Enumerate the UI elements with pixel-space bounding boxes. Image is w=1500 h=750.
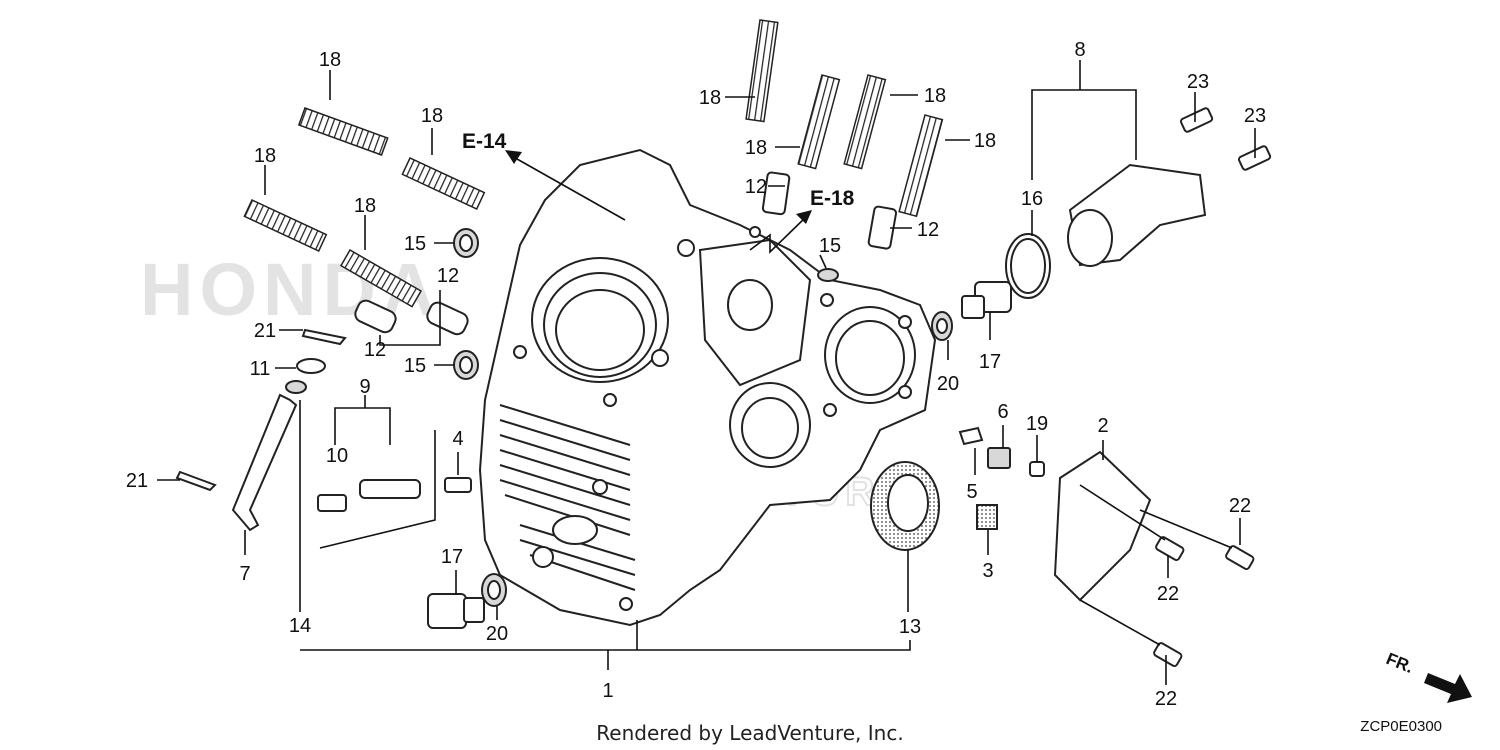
oil-sensor[interactable] bbox=[317, 479, 421, 512]
callout-18: 18 bbox=[319, 49, 341, 71]
render-credit: Rendered by LeadVenture, Inc. bbox=[596, 721, 903, 745]
callout-13: 13 bbox=[899, 616, 921, 638]
callout-18: 18 bbox=[974, 130, 996, 152]
callout-12: 12 bbox=[437, 265, 459, 287]
callout-22: 22 bbox=[1155, 688, 1177, 710]
diagram-code: ZCP0E0300 bbox=[1360, 718, 1442, 735]
callout-22: 22 bbox=[1229, 495, 1251, 517]
callout-14: 14 bbox=[289, 615, 311, 637]
oil-seal[interactable] bbox=[870, 461, 940, 551]
callout-labels: 18 18 18 18 18 18 18 18 8 23 23 16 15 15… bbox=[126, 39, 1266, 710]
crankcase-assembly[interactable] bbox=[478, 148, 937, 627]
callout-21: 21 bbox=[126, 470, 148, 492]
callout-1: 1 bbox=[602, 680, 613, 702]
callout-18: 18 bbox=[254, 145, 276, 167]
callout-18: 18 bbox=[421, 105, 443, 127]
callout-20: 20 bbox=[937, 373, 959, 395]
callout-15: 15 bbox=[819, 235, 841, 257]
callout-20: 20 bbox=[486, 623, 508, 645]
flange-bolts[interactable] bbox=[1153, 536, 1255, 668]
reference-e18[interactable]: E-18 bbox=[810, 187, 855, 210]
reference-e14[interactable]: E-14 bbox=[462, 130, 507, 153]
callout-18: 18 bbox=[354, 195, 376, 217]
callout-15: 15 bbox=[404, 355, 426, 377]
reference-arrows bbox=[505, 150, 812, 254]
small-clips[interactable] bbox=[175, 328, 347, 532]
callout-17: 17 bbox=[979, 351, 1001, 373]
callout-12: 12 bbox=[745, 176, 767, 198]
clip-set[interactable] bbox=[958, 426, 1045, 530]
callout-15: 15 bbox=[404, 233, 426, 255]
cover-bolts[interactable] bbox=[1179, 107, 1272, 171]
breather-fitting[interactable] bbox=[444, 477, 472, 493]
breather-cover[interactable] bbox=[1005, 163, 1207, 299]
callout-2: 2 bbox=[1097, 415, 1108, 437]
callout-21: 21 bbox=[254, 320, 276, 342]
callout-18: 18 bbox=[699, 87, 721, 109]
leader-lines bbox=[157, 60, 1256, 685]
callout-4: 4 bbox=[452, 428, 463, 450]
callout-10: 10 bbox=[326, 445, 348, 467]
callout-12: 12 bbox=[917, 219, 939, 241]
drain-plug-lower[interactable] bbox=[427, 573, 507, 629]
callout-23: 23 bbox=[1187, 71, 1209, 93]
front-arrow-icon bbox=[1424, 673, 1472, 703]
callout-19: 19 bbox=[1026, 413, 1048, 435]
callout-6: 6 bbox=[997, 401, 1008, 423]
callout-18: 18 bbox=[924, 85, 946, 107]
front-direction-indicator: FR. bbox=[1384, 649, 1472, 703]
dowel-pins[interactable] bbox=[353, 171, 898, 337]
callout-17: 17 bbox=[441, 546, 463, 568]
callout-23: 23 bbox=[1244, 105, 1266, 127]
callout-3: 3 bbox=[982, 560, 993, 582]
front-label: FR. bbox=[1384, 649, 1417, 677]
stud-bolts[interactable] bbox=[243, 19, 944, 308]
drain-plug-right[interactable] bbox=[931, 281, 1012, 341]
callout-18: 18 bbox=[745, 137, 767, 159]
callout-7: 7 bbox=[239, 563, 250, 585]
side-cover[interactable] bbox=[1053, 450, 1152, 602]
o-ring-seals[interactable] bbox=[453, 228, 839, 380]
callout-9: 9 bbox=[359, 376, 370, 398]
callout-22: 22 bbox=[1157, 583, 1179, 605]
callout-5: 5 bbox=[966, 481, 977, 503]
callout-8: 8 bbox=[1074, 39, 1085, 61]
callout-16: 16 bbox=[1021, 188, 1043, 210]
callout-12: 12 bbox=[364, 339, 386, 361]
callout-11: 11 bbox=[250, 358, 271, 380]
